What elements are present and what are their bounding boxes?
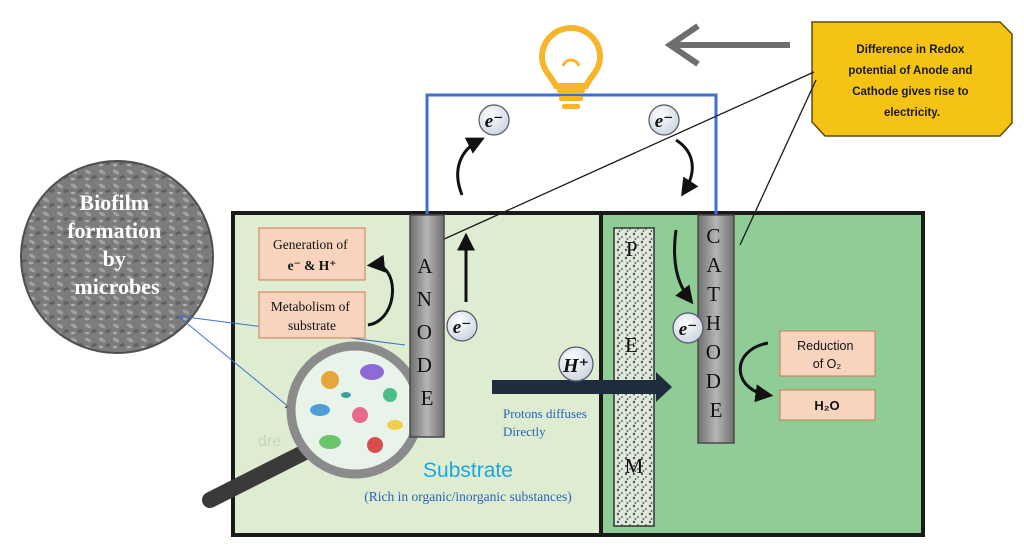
electron-anode: e⁻ — [446, 310, 478, 342]
light-bulb-icon — [538, 24, 604, 109]
callout-line-3: Cathode gives rise to — [852, 86, 968, 98]
metabolism-box: Metabolism of substrate — [258, 291, 366, 339]
proton-note: Protons diffuses Directly — [503, 406, 590, 439]
electron-top-right: e⁻ — [648, 104, 680, 136]
cell-outline — [231, 211, 925, 537]
biofilm-label: Biofilm formation by microbes — [67, 190, 167, 299]
biofilm-micrograph — [20, 160, 214, 354]
callout-line-2: potential of Anode and — [848, 65, 972, 77]
electron-flow-arrow-down-right — [675, 138, 699, 197]
magnifying-glass-icon — [202, 341, 424, 508]
svg-text:Metabolism of substrate: Metabolism of substrate — [271, 299, 354, 333]
reduction-box: Reduction of O₂ — [779, 330, 876, 377]
anode-electrode — [409, 214, 445, 438]
electron-flow-arrow-up-left — [456, 137, 485, 196]
callout-leader-cathode — [739, 79, 817, 246]
anode-label: A N O D E — [417, 254, 437, 410]
substrate-subtitle: (Rich in organic/inorganic substances) — [364, 489, 572, 504]
svg-text:Difference in Redox pote: Difference in Redox potential of Anode a… — [848, 44, 975, 119]
proton-diffusion-arrow — [492, 372, 672, 402]
cathode-label: C A T H O D E — [706, 224, 726, 422]
svg-text:Generation of e⁻ & H⁺: Generation of e⁻ & H⁺ — [273, 237, 351, 273]
proton-icon: H⁺ — [558, 346, 594, 382]
watermark: dre — [258, 433, 281, 450]
redox-callout: Difference in Redox potential of Anode a… — [811, 21, 1013, 137]
electron-top-left: e⁻ — [478, 104, 510, 136]
electron-cathode: e⁻ — [672, 312, 704, 344]
svg-text:H⁺: H⁺ — [562, 355, 589, 377]
external-circuit-wire — [425, 93, 718, 215]
svg-text:e⁻: e⁻ — [655, 111, 673, 132]
svg-text:Reduction of O₂: Reduction of O₂ — [797, 339, 857, 371]
generation-box: Generation of e⁻ & H⁺ — [258, 227, 366, 281]
callout-leader-anode — [441, 71, 815, 241]
pem-label: P E M — [625, 237, 644, 478]
metabolism-cycle-arrow — [366, 254, 394, 327]
svg-text:e⁻: e⁻ — [679, 319, 697, 340]
proton-exchange-membrane — [613, 227, 655, 527]
substrate-title: Substrate — [423, 459, 513, 482]
svg-text:e⁻: e⁻ — [485, 111, 503, 132]
callout-line-4: electricity. — [884, 107, 940, 119]
svg-text:H₂O: H₂O — [814, 398, 839, 413]
water-box: H₂O — [779, 389, 876, 421]
svg-text:e⁻: e⁻ — [453, 317, 471, 338]
biofilm-leader-magnifier — [177, 315, 292, 410]
callout-line-1: Difference in Redox — [856, 44, 965, 56]
current-direction-arrow-icon — [664, 23, 790, 67]
cathode-electrode — [697, 214, 735, 444]
electron-flow-arrow-cathode-down — [673, 229, 694, 305]
reduction-cycle-arrow — [738, 341, 774, 403]
